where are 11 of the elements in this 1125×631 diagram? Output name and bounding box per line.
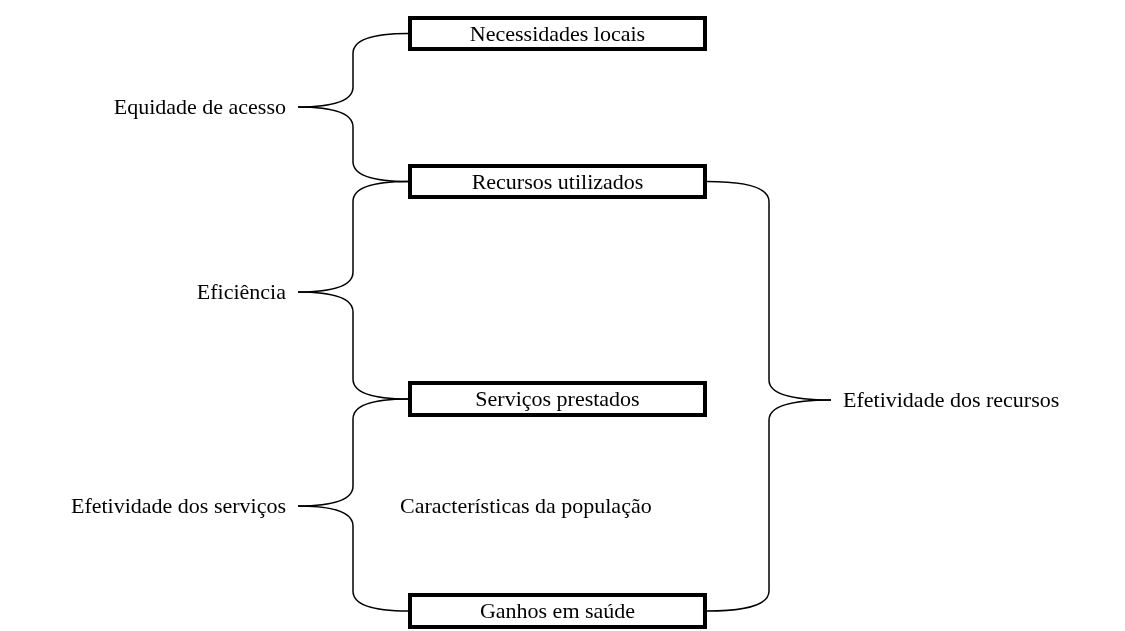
outlined-box: Ganhos em saúde [408,593,707,629]
brace-line [706,399,832,612]
text-label: Características da população [400,493,652,519]
outlined-box: Recursos utilizados [408,164,707,199]
outlined-box: Necessidades locais [408,16,707,51]
outlined-box: Serviços prestados [408,381,707,417]
brace-line [297,505,409,612]
text-label: Efetividade dos serviços [58,493,298,519]
text-label: Efetividade dos recursos [831,387,1072,413]
text-label: Eficiência [184,279,298,305]
text-label: Equidade de acesso [101,94,298,120]
